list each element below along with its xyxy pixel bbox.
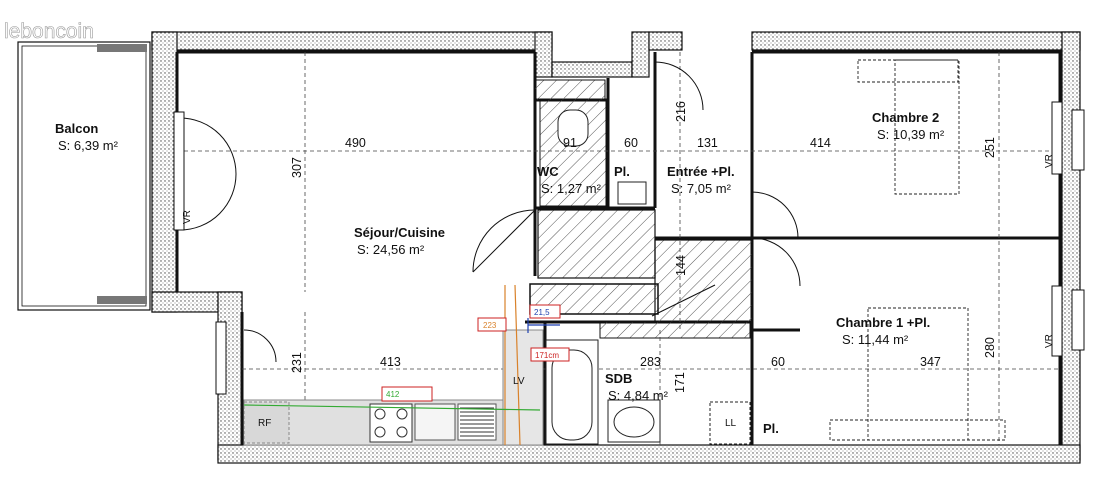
chambre2-area: S: 10,39 m² <box>877 127 945 142</box>
sdb-area: S: 4,84 m² <box>608 388 669 403</box>
dim-171: 171 <box>673 372 687 393</box>
dim-231: 231 <box>290 352 304 373</box>
dimension-numbers: 490 91 60 131 414 413 283 60 347 307 231… <box>290 101 997 393</box>
fixture-labels: Pl. Pl. LV LL RF VR VR VR <box>182 154 1055 436</box>
tag-223: 223 <box>483 321 497 330</box>
vr-label-right-bottom: VR <box>1044 334 1055 348</box>
entree-area: S: 7,05 m² <box>671 181 732 196</box>
sdb-name: SDB <box>605 371 632 386</box>
beds <box>829 59 1006 441</box>
dim-131: 131 <box>697 136 718 150</box>
dim-413: 413 <box>380 355 401 369</box>
chambre2-name: Chambre 2 <box>872 110 939 125</box>
dim-347: 347 <box>920 355 941 369</box>
balcon-area: S: 6,39 m² <box>58 138 119 153</box>
tag-21-5-box <box>529 304 561 319</box>
dim-60-bottom: 60 <box>771 355 785 369</box>
dim-251: 251 <box>983 137 997 158</box>
watermark-logo: leboncoin <box>4 20 94 43</box>
balcon-name: Balcon <box>55 121 98 136</box>
kitchen-counter <box>243 329 544 446</box>
entree-name: Entrée +Pl. <box>667 164 735 179</box>
windows <box>173 101 1085 395</box>
rf-label: RF <box>258 418 271 429</box>
tag-412-box <box>381 386 433 402</box>
dim-307: 307 <box>290 157 304 178</box>
dim-216: 216 <box>674 101 688 122</box>
lv-label: LV <box>513 376 525 387</box>
chambre1-name: Chambre 1 +Pl. <box>836 315 930 330</box>
chambre1-area: S: 11,44 m² <box>842 332 909 347</box>
vr-label-right-top: VR <box>1044 154 1055 168</box>
dimension-lines <box>177 52 1060 445</box>
dim-490: 490 <box>345 136 366 150</box>
pl-label-top: Pl. <box>614 164 630 179</box>
wc-name: WC <box>537 164 559 179</box>
dim-60-top: 60 <box>624 136 638 150</box>
dim-144: 144 <box>674 255 688 276</box>
sejour-name: Séjour/Cuisine <box>354 225 445 240</box>
balcony <box>17 41 151 311</box>
dim-283: 283 <box>640 355 661 369</box>
dim-280: 280 <box>983 337 997 358</box>
hatched-zones <box>529 79 753 339</box>
tag-223-box <box>477 317 507 332</box>
dim-414: 414 <box>810 136 831 150</box>
dim-91: 91 <box>563 136 577 150</box>
tag-171cm-box <box>530 347 570 362</box>
vr-label-left: VR <box>182 210 193 224</box>
pl-label-bottom: Pl. <box>763 421 779 436</box>
tag-171cm: 171cm <box>535 351 559 360</box>
room-labels: Balcon S: 6,39 m² Séjour/Cuisine S: 24,5… <box>55 110 945 403</box>
doors <box>179 61 801 363</box>
tag-21-5: 21,5 <box>534 308 550 317</box>
ll-label: LL <box>725 418 737 429</box>
wc-area: S: 1,27 m² <box>541 181 602 196</box>
sejour-area: S: 24,56 m² <box>357 242 425 257</box>
tag-412: 412 <box>386 390 400 399</box>
annotations: 223 21,5 171cm 412 <box>243 284 570 446</box>
